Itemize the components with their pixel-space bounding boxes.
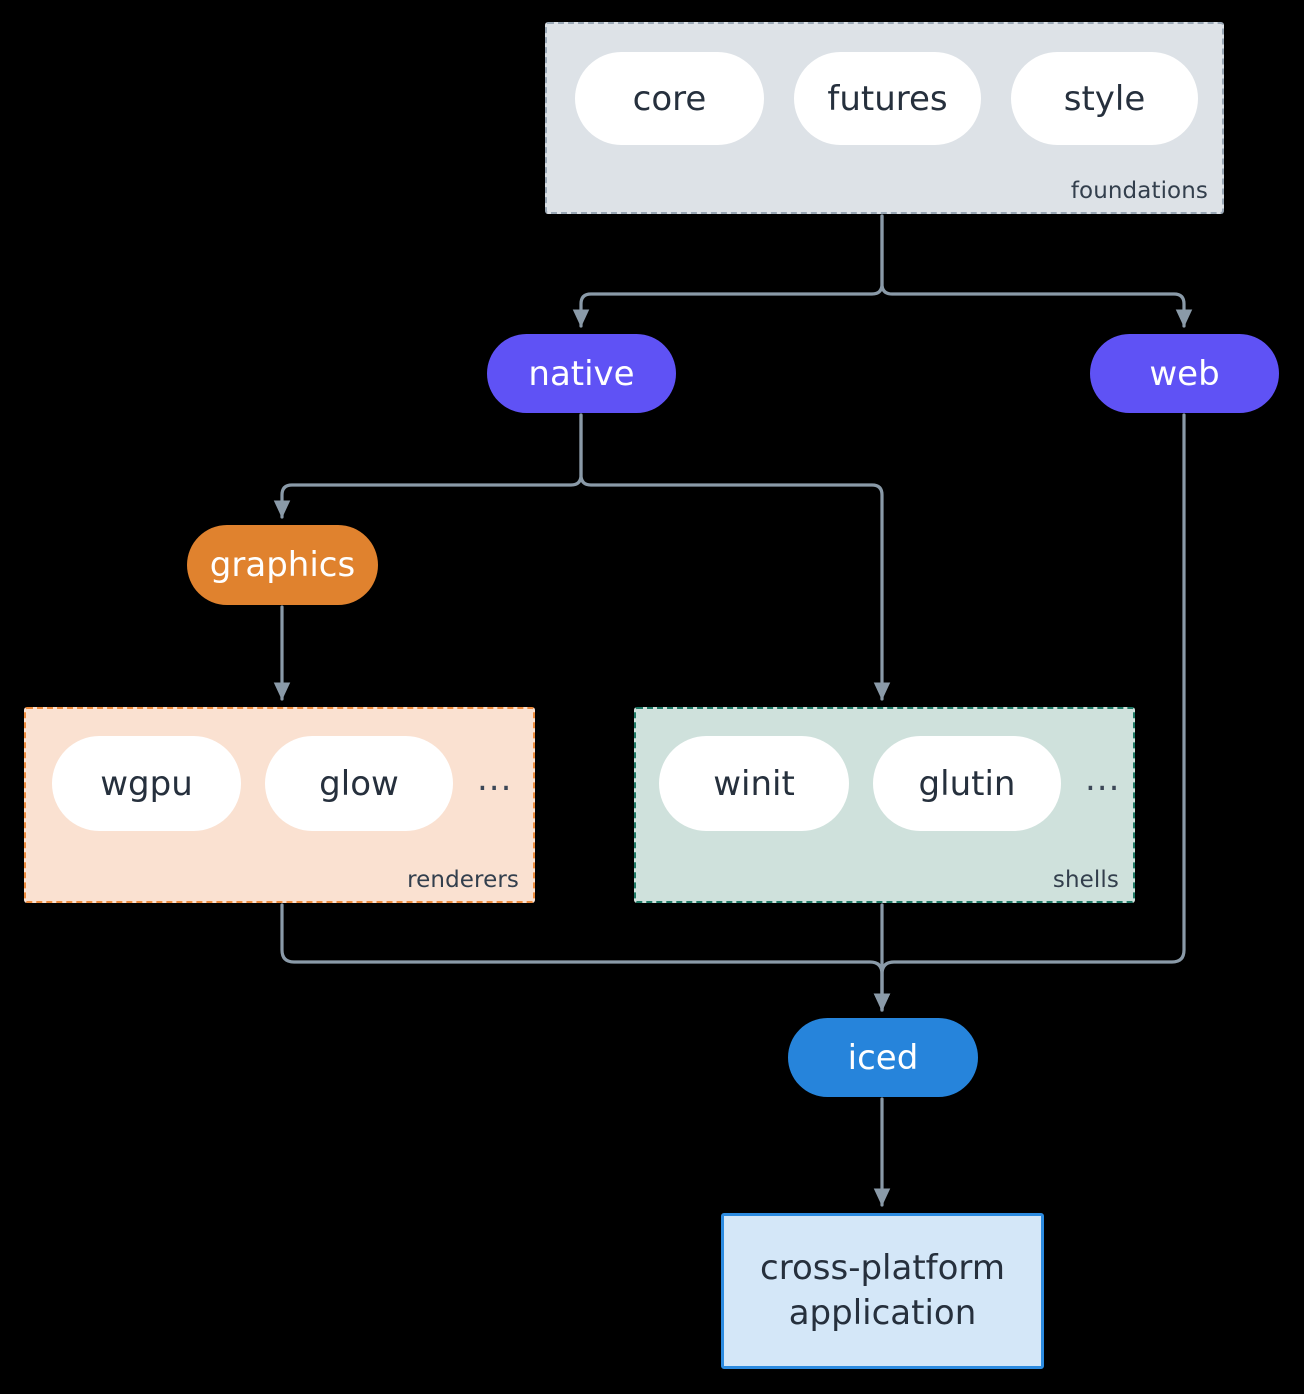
node-native[interactable]: native <box>487 334 676 413</box>
application-label-line1: cross-platform <box>760 1248 1005 1289</box>
node-winit[interactable]: winit <box>659 736 849 831</box>
node-cross-platform-application[interactable]: cross-platform application <box>721 1213 1044 1369</box>
node-glutin-label: glutin <box>918 763 1016 804</box>
renderers-item-row: wgpu glow ... <box>52 736 512 831</box>
node-core[interactable]: core <box>575 52 764 145</box>
edge-native-shells <box>579 413 891 701</box>
node-graphics-label: graphics <box>209 545 356 585</box>
node-winit-label: winit <box>713 763 795 804</box>
node-web[interactable]: web <box>1090 334 1279 413</box>
group-shells: winit glutin ... shells <box>634 707 1135 903</box>
group-label-foundations: foundations <box>1070 178 1208 204</box>
node-iced[interactable]: iced <box>788 1018 978 1097</box>
node-glutin[interactable]: glutin <box>873 736 1061 831</box>
group-label-renderers: renderers <box>407 867 519 893</box>
node-wgpu[interactable]: wgpu <box>52 736 241 831</box>
node-glow-label: glow <box>319 763 399 804</box>
node-futures[interactable]: futures <box>794 52 981 145</box>
group-foundations: core futures style foundations <box>545 22 1224 214</box>
node-native-label: native <box>528 353 635 394</box>
group-label-shells: shells <box>1052 867 1119 893</box>
node-style[interactable]: style <box>1011 52 1198 145</box>
shells-item-row: winit glutin ... <box>659 736 1120 831</box>
node-wgpu-label: wgpu <box>100 763 193 804</box>
node-style-label: style <box>1063 78 1146 119</box>
node-core-label: core <box>632 78 707 119</box>
foundations-item-row: core futures style <box>575 52 1198 145</box>
edge-renderers-iced <box>280 903 891 1012</box>
node-iced-label: iced <box>847 1037 919 1078</box>
node-futures-label: futures <box>827 78 948 119</box>
node-graphics[interactable]: graphics <box>187 525 378 605</box>
renderers-more-ellipsis: ... <box>477 758 513 799</box>
node-web-label: web <box>1149 353 1220 394</box>
edge-native-graphics <box>273 413 583 519</box>
edge-foundations-native <box>572 214 884 328</box>
group-renderers: wgpu glow ... renderers <box>24 707 535 903</box>
node-glow[interactable]: glow <box>265 736 453 831</box>
edge-foundations-web <box>880 214 1193 328</box>
application-label-line2: application <box>788 1293 977 1333</box>
shells-more-ellipsis: ... <box>1085 758 1121 799</box>
